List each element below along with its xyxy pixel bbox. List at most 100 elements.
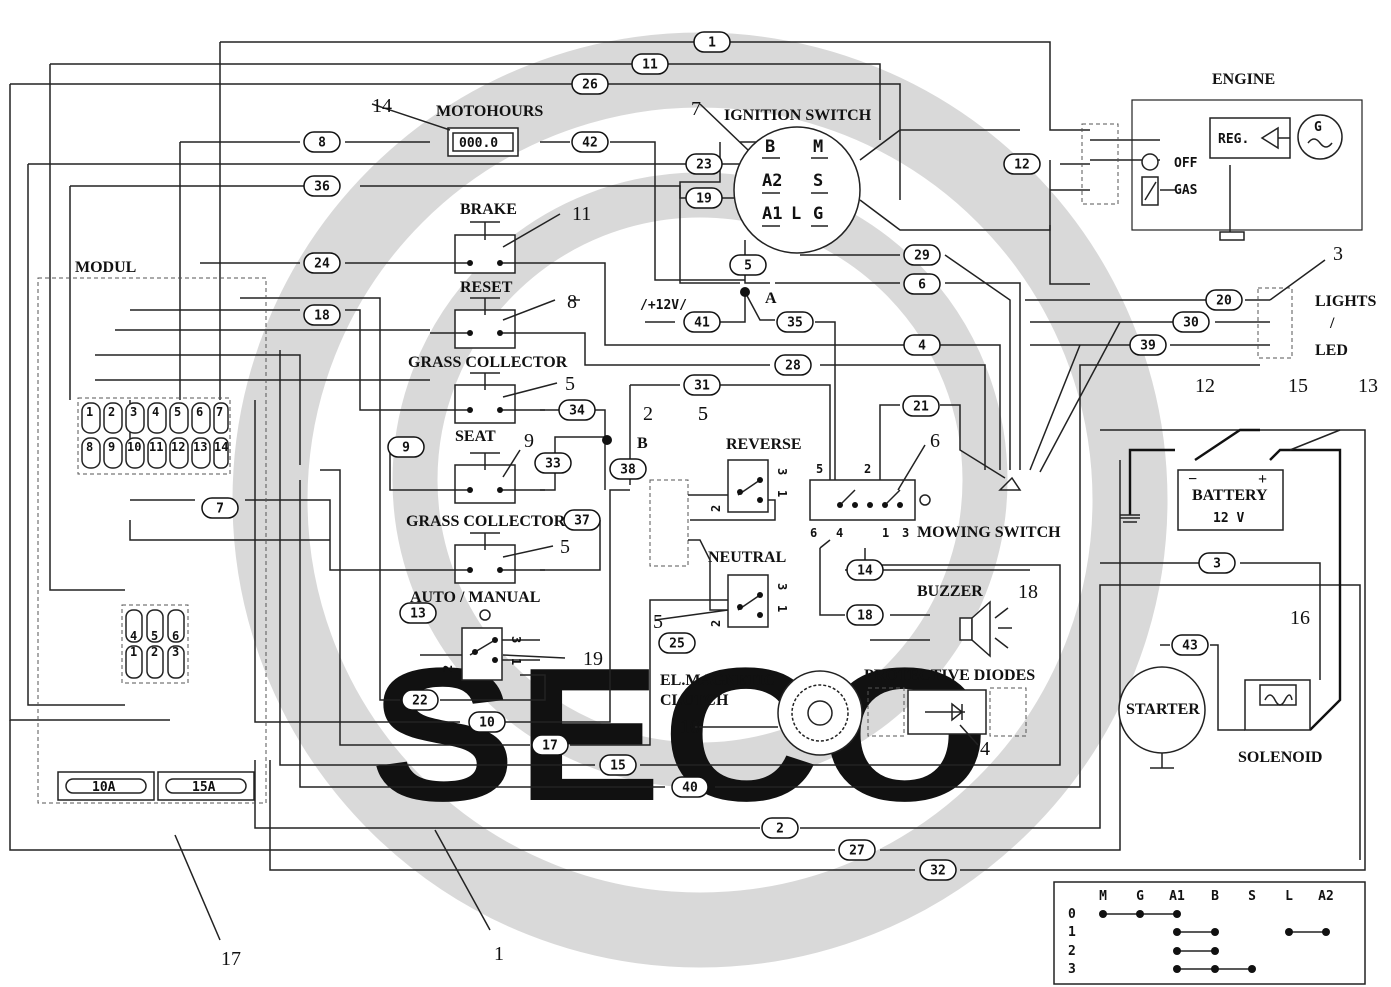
battery-plus: + — [1258, 471, 1267, 488]
wire-number: 43 — [1182, 639, 1198, 654]
mowing-pin: 3 — [902, 526, 909, 540]
junction-nodes: A B /+12V/ — [602, 287, 777, 452]
wire-label: 29 — [903, 244, 941, 266]
neutral-pin: 2 — [709, 620, 723, 627]
battery: BATTERY 12 V − + — [1120, 469, 1284, 531]
table-column-header: A2 — [1318, 889, 1334, 904]
callout-number: 19 — [583, 648, 603, 670]
buzzer-label: BUZZER — [917, 583, 983, 600]
mowing-switch-label: MOWING SWITCH — [917, 524, 1061, 541]
ign-a1: A1 — [762, 204, 782, 224]
table-column-header: S — [1248, 889, 1256, 904]
grass-collector-2-label: GRASS COLLECTOR — [406, 513, 566, 530]
wire-number: 27 — [849, 844, 865, 859]
motohours-display: 000.0 — [459, 136, 498, 151]
gas-label: GAS — [1174, 183, 1198, 198]
reset-label: RESET — [460, 279, 513, 296]
callout-number: 18 — [1018, 581, 1038, 603]
auto-manual-pin: 3 — [509, 636, 523, 643]
ign-s: S — [813, 171, 823, 191]
grass-collector-switch-1: GRASS COLLECTOR — [408, 354, 568, 424]
wire-number: 33 — [545, 457, 561, 472]
fuse-10a: 10A — [57, 771, 155, 801]
callout-number: 5 — [560, 536, 570, 558]
wire-label: 18 — [303, 304, 341, 326]
wire-label: 42 — [571, 131, 609, 153]
callout-number: 4 — [980, 738, 990, 760]
modul-connector: 1 2 3 4 5 6 7 8 9 10 11 12 13 14 — [81, 402, 229, 469]
callout-number: 14 — [372, 95, 392, 117]
solenoid: SOLENOID — [1238, 679, 1322, 766]
modul-pin: 13 — [193, 440, 207, 454]
motohours-label: MOTOHOURS — [436, 103, 543, 120]
buzzer: BUZZER — [917, 583, 1012, 658]
wire-label: 9 — [387, 436, 425, 458]
relay-connector — [649, 479, 689, 567]
regulator-label: REG. — [1218, 132, 1249, 147]
callout-number: 2 — [643, 403, 653, 425]
protective-diodes-label: PROTECTIVE DIODES — [864, 667, 1035, 684]
lights-label: LIGHTS — [1315, 293, 1376, 310]
wire-number: 4 — [918, 339, 926, 354]
modul-pin: 3 — [130, 405, 137, 419]
engine-label: ENGINE — [1212, 71, 1275, 88]
wire-number: 13 — [410, 607, 426, 622]
wire-number: 7 — [216, 502, 224, 517]
modul-pin: 1 — [86, 405, 93, 419]
table-row-header: 3 — [1068, 962, 1076, 977]
modul-small-pin: 2 — [151, 645, 158, 659]
wire-number: 36 — [314, 180, 330, 195]
wire-label: 6 — [903, 273, 941, 295]
neutral-switch: NEUTRAL 3 2 1 — [654, 539, 789, 628]
wire-label: 41 — [683, 311, 721, 333]
starter: STARTER — [1118, 666, 1206, 769]
reverse-pin: 2 — [709, 505, 723, 512]
modul-pin: 12 — [171, 440, 185, 454]
neutral-pin: 3 — [775, 583, 789, 590]
mowing-pin: 4 — [836, 526, 843, 540]
wire-label: 3 — [1198, 552, 1236, 574]
auto-manual-pin: 2 — [441, 665, 455, 672]
wire-number: 38 — [620, 463, 636, 478]
modul-pin: 11 — [149, 440, 163, 454]
wire-number: 25 — [669, 637, 685, 652]
callout-number: 10 — [680, 716, 700, 738]
wire-label: 20 — [1205, 289, 1243, 311]
ign-b: B — [765, 137, 775, 157]
generator-label: G — [1314, 120, 1322, 135]
wire-label: 21 — [902, 395, 940, 417]
modul-pin: 14 — [214, 440, 228, 454]
wire-number: 37 — [574, 514, 590, 529]
table-column-header: L — [1285, 889, 1293, 904]
callout-number: 5 — [653, 611, 663, 633]
ign-a2: A2 — [762, 171, 782, 191]
wire-label: 17 — [531, 734, 569, 756]
auto-manual-switch: AUTO / MANUAL 3 2 1 — [410, 589, 566, 681]
wire-label: 4 — [903, 334, 941, 356]
wire-number: 26 — [582, 78, 598, 93]
reverse-switch: REVERSE 3 2 1 — [688, 436, 802, 521]
starter-label: STARTER — [1126, 701, 1200, 718]
wire-number: 41 — [694, 316, 710, 331]
ign-l: L — [791, 204, 801, 224]
wire-number: 24 — [314, 257, 330, 272]
wire-label: 8 — [303, 131, 341, 153]
modul-pin: 5 — [174, 405, 181, 419]
ground-symbols — [998, 476, 1140, 523]
wire-label: 18 — [846, 604, 884, 626]
wire-number: 1 — [708, 36, 716, 51]
callout-number: 8 — [567, 291, 577, 313]
wire-label: 11 — [631, 53, 669, 75]
node-b: B — [637, 435, 648, 452]
mowing-pin: 2 — [864, 462, 871, 476]
modul-pin: 6 — [196, 405, 203, 419]
seat-label: SEAT — [455, 428, 496, 445]
wire-label: 33 — [534, 452, 572, 474]
wire-number: 31 — [694, 379, 710, 394]
off-label: OFF — [1174, 156, 1198, 171]
mowing-switch: 5 2 6 4 1 3 MOWING SWITCH — [809, 444, 1061, 541]
wire-number: 17 — [542, 739, 558, 754]
clutch-label-1: EL.MAGNETIC — [660, 672, 775, 689]
modul-small-connector: 4 5 6 1 2 3 — [125, 609, 185, 679]
